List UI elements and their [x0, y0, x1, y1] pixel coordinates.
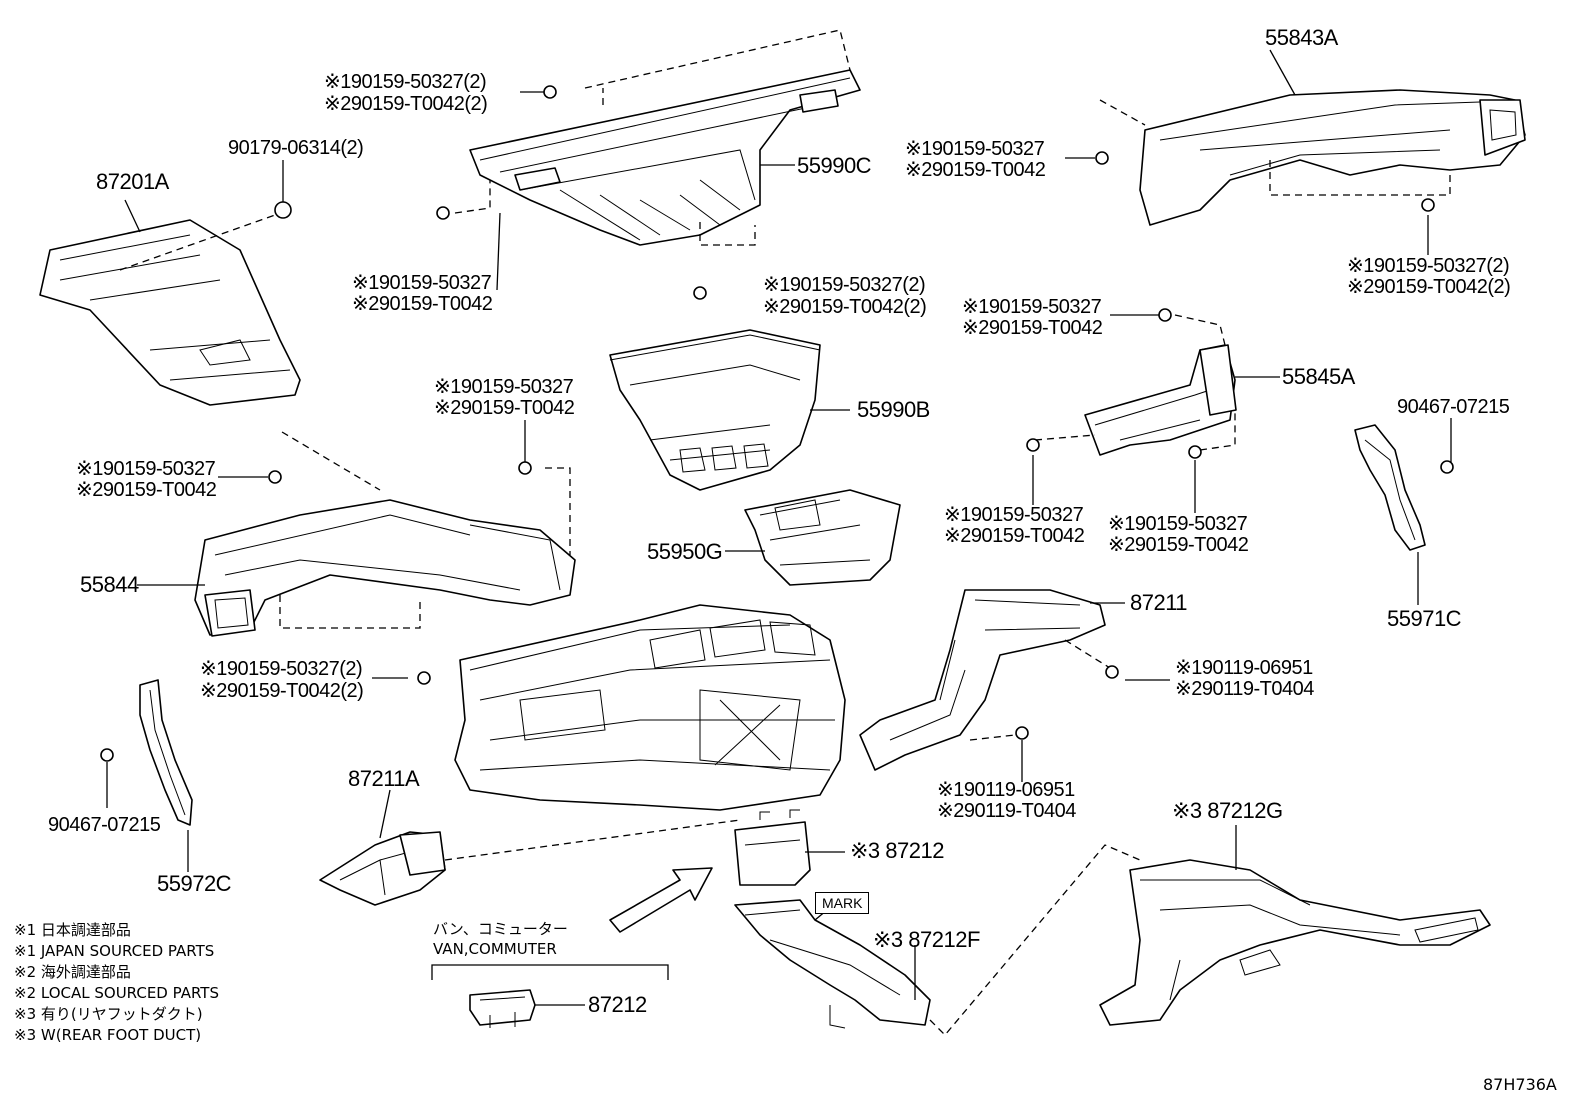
note-2: ※1 JAPAN SOURCED PARTS: [14, 942, 215, 960]
duct-55990C: [469, 69, 861, 246]
legend-notes: ※1 日本調達部品 ※1 JAPAN SOURCED PARTS ※2 海外調達…: [14, 920, 219, 1046]
callout-c-mid-1: ※190159-50327(2): [763, 274, 926, 296]
callout-c-left-1: ※190159-50327: [352, 272, 492, 294]
part-label-87212F: ※3 87212F: [873, 927, 980, 952]
part-label-55844: 55844: [80, 572, 139, 597]
duct-55843A: [1139, 89, 1526, 226]
callout-r3-r-2: ※290159-T0042: [1108, 534, 1249, 556]
part-label-55950G: 55950G: [647, 539, 723, 564]
callout-r5-1: ※190119-06951: [937, 779, 1075, 801]
part-87212-van: [469, 989, 536, 1028]
note-5: ※3 有り(リヤフットダクト): [14, 1005, 203, 1023]
part-label-55971C: 55971C: [1387, 606, 1462, 631]
part-87212: [734, 809, 811, 886]
duct-87211: [859, 589, 1106, 771]
part-label-55990B: 55990B: [857, 397, 930, 422]
part-label-87212-van: 87212: [588, 992, 647, 1017]
diagram-code: 87H736A: [1483, 1075, 1557, 1094]
note-6: ※3 W(REAR FOOT DUCT): [14, 1026, 202, 1044]
part-label-55845A: 55845A: [1282, 364, 1355, 389]
fasteners: [100, 85, 1454, 762]
note-3: ※2 海外調達部品: [14, 963, 131, 981]
part-label-55972C: 55972C: [157, 871, 232, 896]
callout-c-b-2: ※290159-T0042: [434, 397, 575, 419]
callout-r3-r-1: ※190159-50327: [1108, 513, 1248, 535]
part-label-90179: 90179-06314(2): [228, 137, 364, 159]
part-label-87201A: 87201A: [96, 169, 169, 194]
callout-top-clip-2: ※290159-T0042(2): [324, 93, 488, 115]
case-55990B: [609, 329, 821, 491]
note-4: ※2 LOCAL SOURCED PARTS: [14, 984, 219, 1002]
callout-r3-l-1: ※190159-50327: [944, 504, 1084, 526]
part-label-55990C: 55990C: [797, 153, 872, 178]
callout-r-top-1: ※190159-50327: [905, 138, 1045, 160]
pipe-55971C: [1354, 424, 1426, 551]
duct-55844: [194, 499, 576, 637]
van-label-jp: バン、コミューター: [433, 920, 568, 938]
callout-r-bot-1: ※190159-50327(2): [1347, 255, 1510, 277]
part-label-87211: 87211: [1130, 590, 1188, 615]
callout-r4-2: ※290119-T0404: [1175, 678, 1314, 700]
part-label-87211A: 87211A: [348, 766, 420, 791]
callout-r-top-2: ※290159-T0042: [905, 159, 1046, 181]
duct-87212F: [734, 899, 931, 1029]
part-label-90467-right: 90467-07215: [1397, 396, 1510, 418]
mark-label: MARK: [815, 892, 870, 914]
callout-r2-top-2: ※290159-T0042: [962, 317, 1103, 339]
callout-c-b-1: ※190159-50327: [434, 376, 574, 398]
note-1: ※1 日本調達部品: [14, 921, 131, 939]
pipe-55972C: [139, 679, 193, 826]
duct-55845A: [1084, 344, 1237, 456]
callout-r-bot-2: ※290159-T0042(2): [1347, 276, 1511, 298]
part-label-87212G: ※3 87212G: [1172, 798, 1283, 823]
callout-l-c-2: ※290159-T0042(2): [200, 680, 364, 702]
part-label-87212: ※3 87212: [850, 838, 944, 863]
hvac-unit: [454, 604, 846, 811]
part-label-90467-left: 90467-07215: [48, 814, 161, 836]
callout-r4-1: ※190119-06951: [1175, 657, 1313, 679]
duct-87212G: [1099, 859, 1491, 1026]
van-label-en: VAN,COMMUTER: [433, 940, 557, 958]
duct-87211A: [319, 831, 446, 906]
callout-l-b-2: ※290159-T0042: [76, 479, 217, 501]
duct-87201A: [39, 219, 301, 406]
callout-l-b-1: ※190159-50327: [76, 458, 216, 480]
callout-top-clip-1: ※190159-50327(2): [324, 71, 487, 93]
case-55950G: [744, 489, 901, 586]
callout-l-c-1: ※190159-50327(2): [200, 658, 363, 680]
callout-c-left-2: ※290159-T0042: [352, 293, 493, 315]
callout-c-mid-2: ※290159-T0042(2): [763, 296, 927, 318]
part-label-55843A: 55843A: [1265, 25, 1338, 50]
callout-r5-2: ※290119-T0404: [937, 800, 1076, 822]
callout-r2-top-1: ※190159-50327: [962, 296, 1102, 318]
callout-r3-l-2: ※290159-T0042: [944, 525, 1085, 547]
